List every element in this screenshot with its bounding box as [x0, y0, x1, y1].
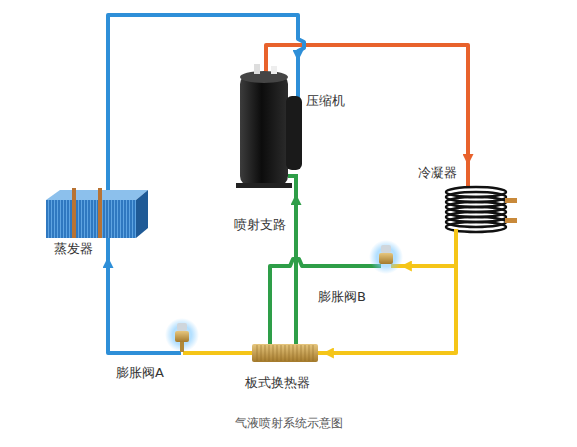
- figure-caption: 气液喷射系统示意图: [0, 415, 577, 431]
- evaporator: 蒸发器: [40, 186, 150, 258]
- refrigerant-pipe: [402, 234, 456, 266]
- plate-exchanger-drawing: [240, 336, 324, 362]
- component-label: 冷凝器: [418, 164, 457, 181]
- refrigerant-pipe: [266, 45, 468, 164]
- refrigerant-pipe: [108, 15, 304, 186]
- fitting: [505, 218, 517, 223]
- hx-plates: [252, 344, 318, 362]
- refrigerant-pipe: [294, 195, 298, 336]
- valve-head: [177, 323, 187, 331]
- compressor-feet: [236, 183, 292, 188]
- valve-glow: [165, 318, 199, 352]
- accumulator: [286, 96, 302, 170]
- condenser: 冷凝器: [414, 164, 522, 234]
- valve-body: [379, 253, 393, 264]
- valve-glow: [369, 240, 403, 274]
- evap-tube: [72, 188, 76, 238]
- valve-body: [175, 331, 189, 342]
- valve-stub: [183, 351, 202, 355]
- terminal: [254, 64, 260, 74]
- refrigerant-pipe: [270, 259, 314, 336]
- compressor-shell: [240, 74, 288, 186]
- evap-stub: [106, 238, 110, 258]
- expansion-valve-a-drawing: [112, 318, 202, 353]
- compressor-drawing: [236, 60, 302, 195]
- valve-head: [381, 245, 391, 253]
- terminal: [271, 66, 277, 74]
- component-label: 压缩机: [306, 92, 345, 109]
- component-label: 蒸发器: [54, 240, 93, 257]
- refrigerant-pipe: [108, 258, 112, 353]
- component-label: 膨胀阀A: [116, 364, 164, 381]
- evap-top: [46, 190, 148, 200]
- evap-tube: [98, 188, 102, 238]
- compressor: 压缩机: [236, 60, 348, 195]
- compressor-dome: [240, 71, 288, 83]
- pipe-label: 喷射支路: [232, 216, 288, 233]
- component-label: 板式换热器: [245, 374, 310, 391]
- hx-stub: [268, 336, 272, 345]
- component-label: 膨胀阀B: [318, 288, 366, 305]
- expansion-valve: 膨胀阀A: [112, 326, 202, 382]
- evap-fins: [46, 200, 136, 238]
- expansion-valve-b-drawing: [314, 240, 403, 274]
- valve-stub: [112, 351, 181, 355]
- hx-stub: [317, 351, 324, 355]
- discharge-stub: [264, 60, 268, 72]
- expansion-valve: 膨胀阀B: [314, 250, 402, 306]
- evap-side: [136, 190, 148, 238]
- fitting: [505, 198, 517, 203]
- plate-heat-exchanger: 板式换热器: [240, 336, 324, 394]
- evaporator-drawing: [46, 186, 148, 258]
- hx-stub: [240, 351, 253, 355]
- suction-stub: [296, 60, 300, 98]
- inlet-stub: [466, 164, 470, 188]
- pipes: [108, 15, 468, 353]
- plate-lines: [257, 345, 313, 361]
- valve-stem: [180, 342, 184, 352]
- refrigerant-pipe: [202, 351, 240, 355]
- hx-stub: [294, 336, 298, 345]
